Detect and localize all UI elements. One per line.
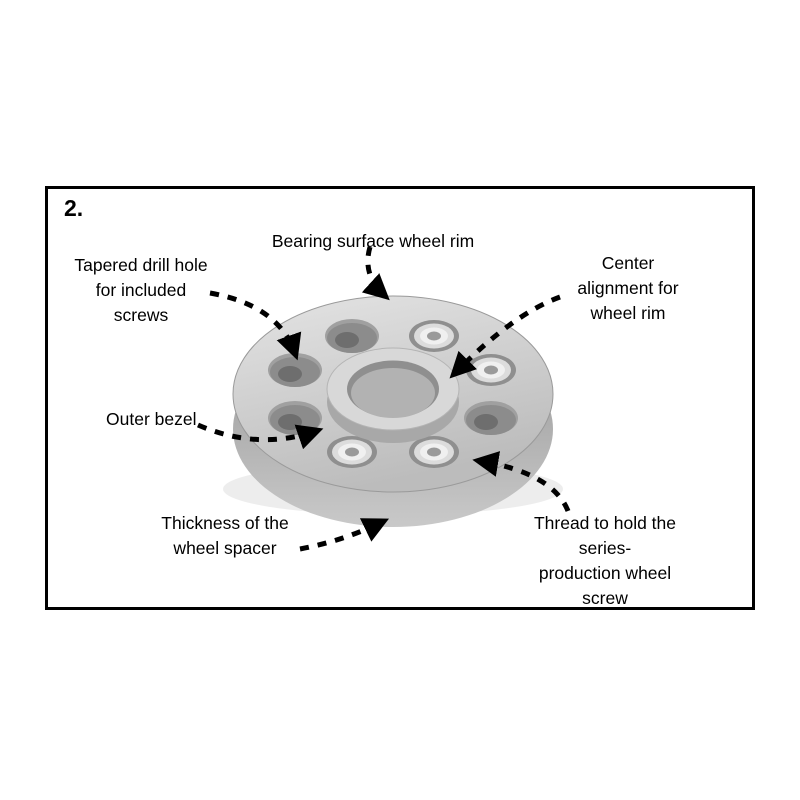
counterbore-hole bbox=[325, 319, 379, 353]
counterbore-hole bbox=[464, 401, 518, 435]
counterbore-hole bbox=[268, 401, 322, 435]
counterbore-hole bbox=[268, 353, 322, 387]
label-thread: Thread to hold the series- production wh… bbox=[533, 513, 677, 608]
label-center-alignment: Center alignment for wheel rim bbox=[577, 253, 679, 323]
step-number: 2. bbox=[64, 195, 84, 221]
center-bore bbox=[347, 360, 439, 418]
arrow-thickness bbox=[299, 518, 390, 552]
arrow-center-alignment bbox=[449, 294, 561, 379]
threaded-hole bbox=[466, 354, 516, 386]
threaded-hole bbox=[409, 320, 459, 352]
label-bearing-surface: Bearing surface wheel rim bbox=[271, 231, 475, 251]
threaded-hole bbox=[409, 436, 459, 468]
arrow-tapered-hole bbox=[209, 290, 302, 361]
diagram-frame: 2. Bearing surface wheel rim Tapered dri… bbox=[45, 186, 755, 610]
arrow-outer-bezel bbox=[197, 422, 324, 450]
threaded-hole bbox=[327, 436, 377, 468]
arrow-thread bbox=[472, 451, 571, 513]
label-tapered-drill-hole: Tapered drill hole for included screws bbox=[74, 255, 208, 325]
arrow-bearing-surface bbox=[361, 246, 390, 301]
wheel-spacer-diagram bbox=[197, 246, 571, 552]
label-thickness: Thickness of the wheel spacer bbox=[161, 513, 289, 558]
label-outer-bezel: Outer bezel bbox=[106, 409, 197, 429]
